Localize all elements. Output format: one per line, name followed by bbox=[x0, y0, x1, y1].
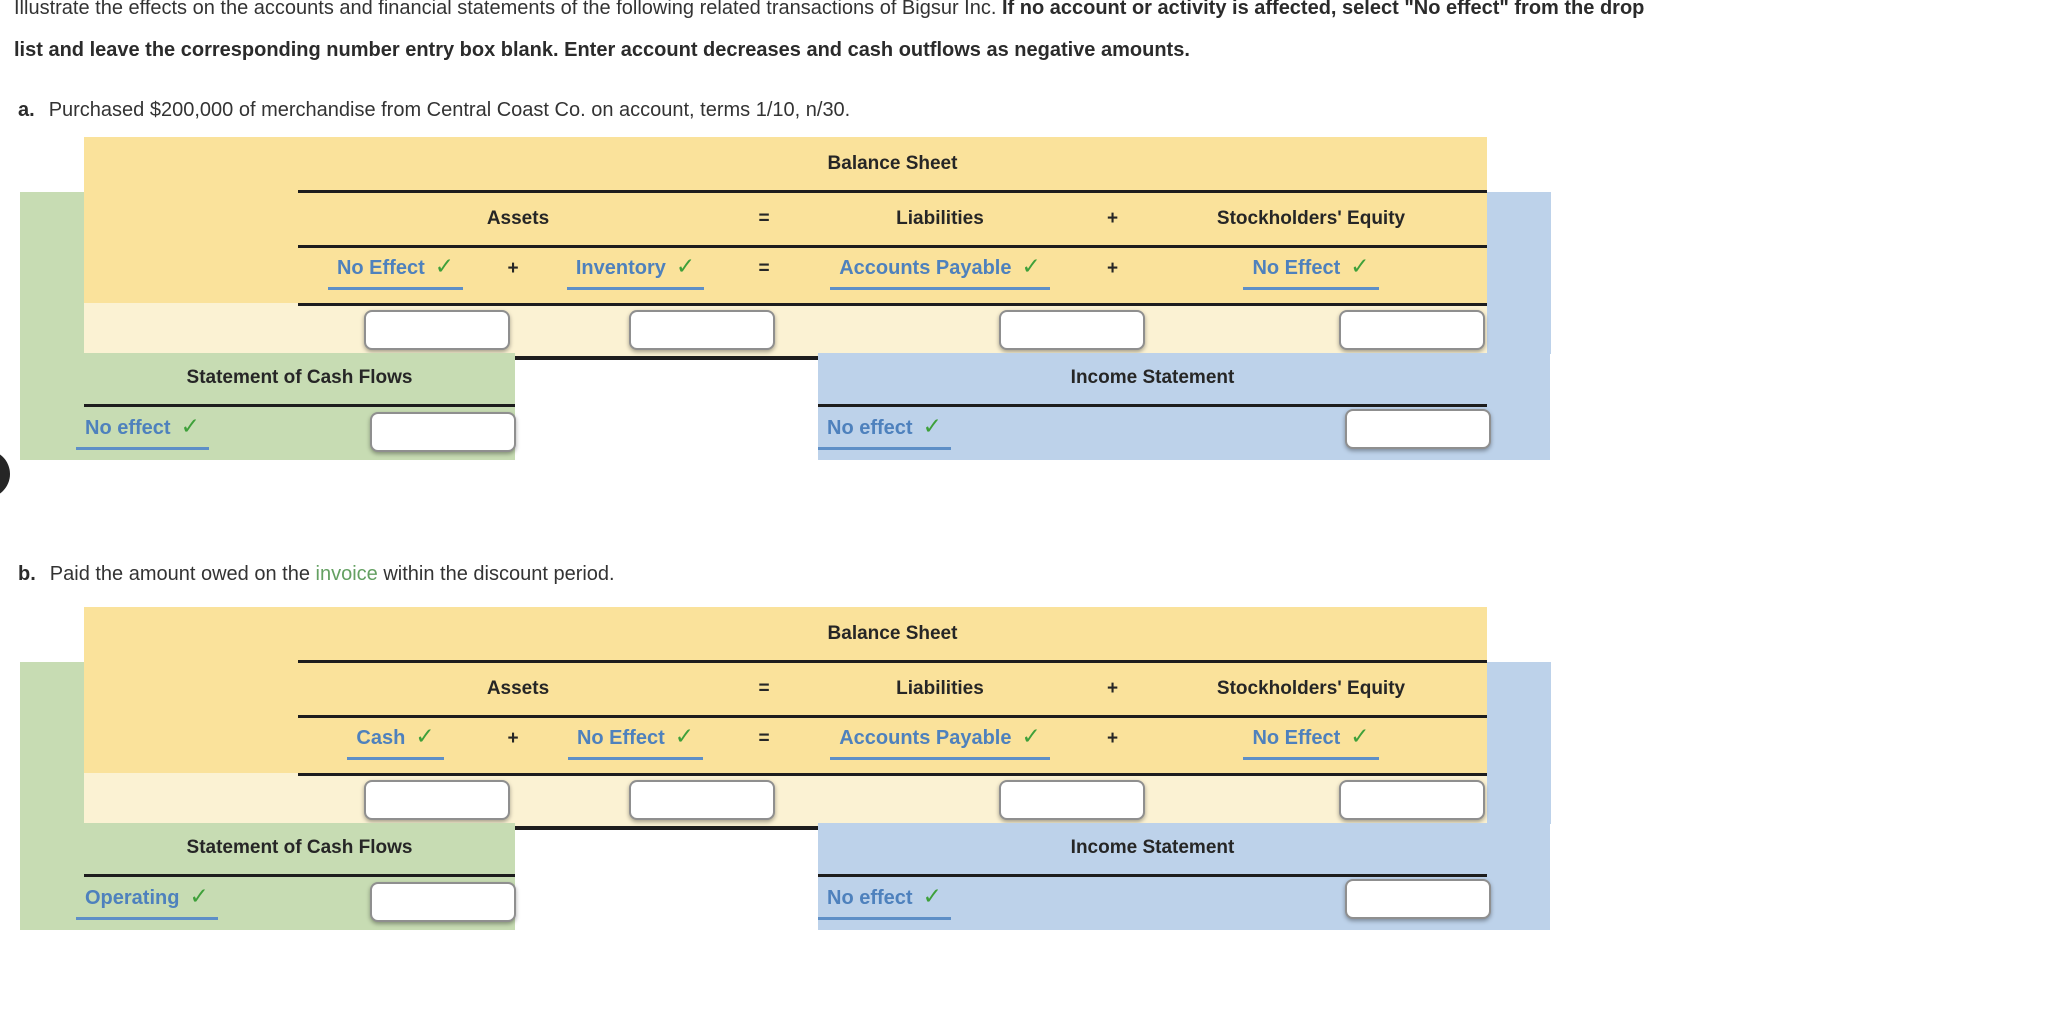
plus-symbol: + bbox=[1106, 728, 1119, 749]
income-statement-dropdown[interactable]: No effect✓ bbox=[818, 413, 951, 450]
asset2-dropdown[interactable]: No Effect✓ bbox=[567, 723, 704, 760]
income-accent-strip bbox=[1487, 192, 1551, 354]
cash-flows-title: Statement of Cash Flows bbox=[186, 367, 413, 388]
balance-sheet-title: Balance Sheet bbox=[827, 152, 958, 174]
equals-symbol: = bbox=[758, 258, 770, 279]
divider bbox=[818, 874, 1487, 877]
check-icon: ✓ bbox=[180, 413, 200, 439]
cash-flows-dropdown[interactable]: Operating✓ bbox=[76, 883, 218, 920]
item-label-a: a. bbox=[18, 99, 35, 121]
asset2-amount-input[interactable] bbox=[629, 780, 775, 820]
liabilities-header: Liabilities bbox=[896, 678, 984, 699]
check-icon: ✓ bbox=[1350, 723, 1370, 749]
transaction-a-text: Purchased $200,000 of merchandise from C… bbox=[48, 99, 851, 121]
equity-dropdown[interactable]: No Effect✓ bbox=[1243, 723, 1379, 760]
liability-dropdown[interactable]: Accounts Payable✓ bbox=[830, 253, 1050, 290]
divider bbox=[84, 404, 515, 407]
income-accent-strip bbox=[1487, 662, 1551, 824]
equals-symbol: = bbox=[758, 208, 770, 229]
equity-header: Stockholders' Equity bbox=[1216, 208, 1406, 229]
income-statement-amount-input[interactable] bbox=[1345, 409, 1491, 449]
account-dropdown-row: Cash✓ + No Effect✓ = Accounts Payable✓ +… bbox=[298, 715, 1487, 773]
assets-header: Assets bbox=[486, 678, 550, 699]
check-icon: ✓ bbox=[189, 883, 209, 909]
equals-symbol: = bbox=[758, 728, 770, 749]
instruction-text-bold: If no account or activity is affected, s… bbox=[1001, 0, 1645, 19]
asset1-dropdown[interactable]: Cash✓ bbox=[347, 723, 444, 760]
liabilities-header: Liabilities bbox=[896, 208, 984, 229]
transaction-a-panel: Balance Sheet Assets = Liabilities + Sto… bbox=[0, 137, 1585, 467]
check-icon: ✓ bbox=[675, 253, 696, 279]
equation-header-row: Assets = Liabilities + Stockholders' Equ… bbox=[298, 660, 1487, 715]
asset2-amount-input[interactable] bbox=[629, 310, 775, 350]
plus-symbol: + bbox=[1106, 678, 1119, 699]
amount-entry-row bbox=[84, 303, 1487, 356]
liability-amount-input[interactable] bbox=[999, 310, 1145, 350]
plus-symbol: + bbox=[1106, 258, 1119, 279]
income-statement-dropdown[interactable]: No effect✓ bbox=[818, 883, 951, 920]
equity-dropdown[interactable]: No Effect✓ bbox=[1243, 253, 1379, 290]
income-statement-panel: Income Statement No effect✓ bbox=[818, 353, 1550, 460]
balance-sheet-table: Balance Sheet Assets = Liabilities + Sto… bbox=[84, 607, 1487, 830]
cash-flows-amount-input[interactable] bbox=[370, 412, 516, 452]
equals-symbol: = bbox=[758, 678, 770, 699]
instruction-text: Illustrate the effects on the accounts a… bbox=[14, 0, 1002, 19]
income-statement-amount-input[interactable] bbox=[1345, 879, 1491, 919]
check-icon: ✓ bbox=[434, 253, 455, 279]
divider bbox=[818, 404, 1487, 407]
invoice-link[interactable]: invoice bbox=[315, 563, 378, 585]
check-icon: ✓ bbox=[922, 413, 942, 439]
transaction-b-text: Paid the amount owed on the bbox=[49, 563, 316, 585]
equation-header-row: Assets = Liabilities + Stockholders' Equ… bbox=[298, 190, 1487, 245]
liability-amount-input[interactable] bbox=[999, 780, 1145, 820]
check-icon: ✓ bbox=[1021, 723, 1041, 749]
plus-symbol: + bbox=[507, 728, 519, 749]
item-label-b: b. bbox=[18, 563, 36, 585]
plus-symbol: + bbox=[507, 258, 519, 279]
transaction-b-description: b. Paid the amount owed on the invoice wi… bbox=[18, 563, 615, 586]
divider bbox=[84, 874, 515, 877]
plus-symbol: + bbox=[1106, 208, 1119, 229]
cash-flows-panel: Statement of Cash Flows No effect✓ bbox=[20, 353, 516, 460]
cash-flows-title: Statement of Cash Flows bbox=[186, 837, 413, 858]
transaction-a-description: a. Purchased $200,000 of merchandise from… bbox=[18, 99, 850, 122]
check-icon: ✓ bbox=[674, 723, 695, 749]
assets-header: Assets bbox=[486, 208, 550, 229]
equity-amount-input[interactable] bbox=[1339, 310, 1485, 350]
check-icon: ✓ bbox=[1350, 253, 1370, 279]
income-statement-panel: Income Statement No effect✓ bbox=[818, 823, 1550, 930]
balance-sheet-table: Balance Sheet Assets = Liabilities + Sto… bbox=[84, 137, 1487, 360]
transaction-b-panel: Balance Sheet Assets = Liabilities + Sto… bbox=[0, 607, 1585, 937]
check-icon: ✓ bbox=[922, 883, 942, 909]
equity-amount-input[interactable] bbox=[1339, 780, 1485, 820]
cash-flows-panel: Statement of Cash Flows Operating✓ bbox=[20, 823, 516, 930]
instructions-line-2: list and leave the corresponding number … bbox=[14, 39, 1190, 61]
balance-sheet-title: Balance Sheet bbox=[827, 622, 958, 644]
account-dropdown-row: No Effect✓ + Inventory✓ = Accounts Payab… bbox=[298, 245, 1487, 303]
asset1-dropdown[interactable]: No Effect✓ bbox=[327, 253, 464, 290]
asset1-amount-input[interactable] bbox=[364, 310, 510, 350]
amount-entry-row bbox=[84, 773, 1487, 826]
equity-header: Stockholders' Equity bbox=[1216, 678, 1406, 699]
liability-dropdown[interactable]: Accounts Payable✓ bbox=[830, 723, 1050, 760]
check-icon: ✓ bbox=[415, 723, 435, 749]
income-statement-title: Income Statement bbox=[1070, 367, 1235, 388]
transaction-b-text-after: within the discount period. bbox=[377, 563, 615, 585]
asset1-amount-input[interactable] bbox=[364, 780, 510, 820]
income-statement-title: Income Statement bbox=[1070, 837, 1235, 858]
clipped-circle-artifact bbox=[0, 450, 10, 498]
check-icon: ✓ bbox=[1021, 253, 1041, 279]
asset2-dropdown[interactable]: Inventory✓ bbox=[566, 253, 705, 290]
instructions-line-1: Illustrate the effects on the accounts a… bbox=[14, 0, 1644, 21]
cash-flows-dropdown[interactable]: No effect✓ bbox=[76, 413, 209, 450]
cash-flows-amount-input[interactable] bbox=[370, 882, 516, 922]
